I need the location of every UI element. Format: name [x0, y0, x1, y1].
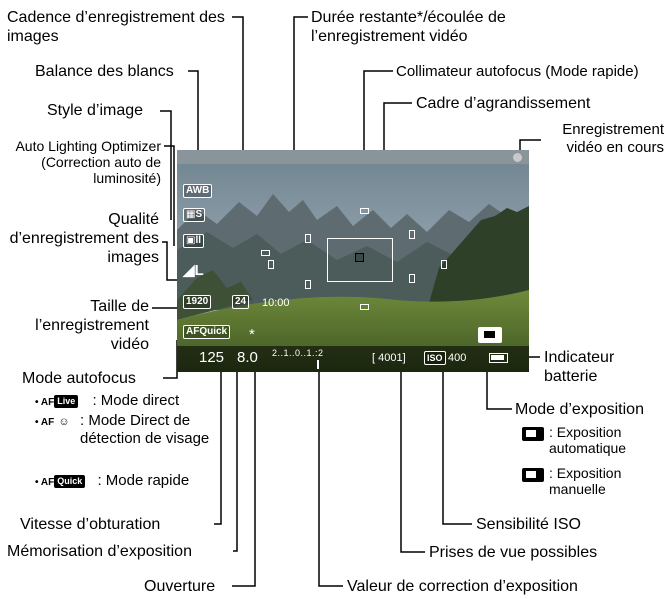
af-live-chip: Live	[54, 395, 79, 408]
battery-fill	[491, 355, 504, 360]
white-balance-icon: AWB	[183, 184, 213, 198]
label-ouverture: Ouverture	[144, 578, 216, 595]
label-mode-autofocus: Mode autofocus	[22, 370, 136, 387]
label-memorisation: Mémorisation d’exposition	[7, 543, 192, 560]
picture-style-icon: ▦S	[183, 208, 206, 222]
movie-exposure-icon	[478, 327, 502, 343]
af-mode-icon: AFQuick	[183, 325, 231, 339]
label-duree: Durée restante*/écoulée de l’enregistrem…	[311, 9, 506, 45]
exposure-scale: 2..1..0..1.:2	[272, 348, 324, 358]
shutter-speed: 125	[199, 349, 225, 366]
af-point	[305, 234, 311, 243]
af-mode-live-desc: : Mode direct	[92, 392, 180, 409]
camera-screen: AWB ▦S ▣ll ◢L 1920 24 10:00 AFQuick * 12…	[177, 150, 529, 372]
af-mode-face-desc: : Mode Direct de détection de visage	[80, 412, 210, 447]
remaining-time: 10:00	[262, 297, 290, 309]
recording-indicator-dot	[513, 153, 522, 162]
af-mode-face: • AF ☺	[35, 412, 70, 432]
iso-icon: ISO	[424, 351, 446, 365]
magnification-frame	[327, 238, 393, 282]
af-point	[360, 304, 369, 310]
label-qualite: Qualité d’enregistrement des images	[9, 211, 159, 266]
label-prises: Prises de vue possibles	[429, 544, 598, 561]
label-iso: Sensibilité ISO	[476, 516, 581, 533]
picture-style-letter: S	[195, 209, 203, 220]
label-vitesse: Vitesse d’obturation	[20, 516, 161, 533]
af-point	[441, 260, 447, 269]
af-point	[305, 280, 311, 289]
label-enregistrement-en-cours: Enregistrement vidéo en cours	[562, 121, 664, 156]
label-taille: Taille de l’enregistrement vidéo	[35, 298, 149, 353]
exposure-scale-pointer	[317, 360, 319, 369]
label-mode-exposition: Mode d’exposition	[515, 401, 644, 418]
image-quality-icon: ◢L	[183, 262, 204, 279]
movie-exposure-glyph	[484, 331, 495, 338]
af-mode-live-prefix: • AF	[35, 397, 55, 408]
af-point	[409, 230, 415, 239]
auto-lighting-optimizer-icon: ▣ll	[183, 234, 205, 248]
expo-auto-desc: : Exposition automatique	[549, 424, 627, 456]
label-balance: Balance des blancs	[35, 63, 174, 80]
af-mode-quick-desc: : Mode rapide	[97, 472, 190, 489]
image-quality-letter: L	[194, 262, 204, 279]
label-style: Style d’image	[47, 102, 144, 119]
frame-rate-icon: 24	[232, 295, 250, 309]
label-correction: Valeur de correction d’exposition	[347, 578, 578, 595]
aperture-value: 8.0	[237, 349, 258, 366]
af-point	[261, 250, 270, 256]
af-point	[268, 260, 274, 269]
label-collimateur: Collimateur autofocus (Mode rapide)	[396, 63, 639, 80]
face-detection-icon: ☺	[58, 416, 70, 428]
af-mode-face-prefix: • AF	[35, 417, 55, 428]
af-quick-chip: Quick	[54, 475, 86, 488]
label-alo: Auto Lighting Optimizer (Correction auto…	[15, 138, 161, 186]
af-point-selected	[355, 253, 364, 262]
label-indicateur-batterie: Indicateur batterie	[544, 349, 615, 385]
landscape-background	[177, 150, 529, 372]
af-mode-quick-prefix: • AF	[35, 477, 55, 488]
picture-style-glyph: ▦	[186, 209, 196, 220]
af-point	[360, 208, 369, 214]
iso-value: 400	[448, 352, 467, 364]
af-point	[409, 274, 415, 283]
movie-manual-icon	[522, 468, 544, 482]
ae-lock-indicator: *	[249, 326, 255, 343]
expo-manual-desc: : Exposition manuelle	[549, 465, 622, 497]
movie-size-icon: 1920	[183, 295, 212, 309]
label-cadre: Cadre d’agrandissement	[416, 95, 591, 112]
battery-icon	[489, 353, 508, 363]
movie-auto-icon	[522, 427, 544, 441]
shots-remaining: [ 4001]	[372, 352, 406, 364]
label-cadence: Cadence d’enregistrement des images	[7, 9, 225, 45]
